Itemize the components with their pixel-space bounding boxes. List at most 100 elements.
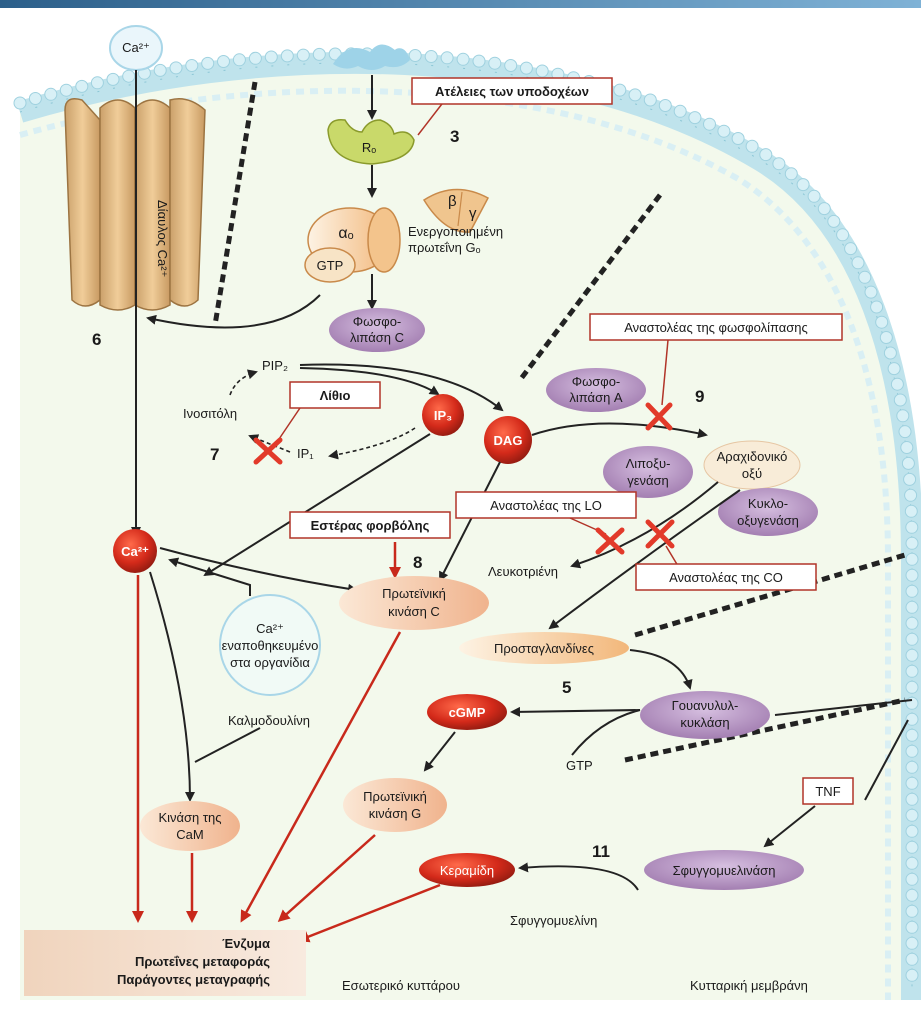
membrane-bead [906, 537, 918, 549]
membrane-bead [865, 286, 877, 298]
stored-line2: εναποθηκευμένο [222, 638, 319, 653]
membrane-bead [852, 257, 864, 269]
membrane-bead [906, 809, 918, 821]
output-line1: Ένζυμα [222, 936, 270, 951]
step-5: 5 [562, 678, 571, 697]
alpha-label: αₒ [338, 225, 353, 242]
step-3: 3 [450, 127, 459, 146]
membrane-bead [904, 473, 916, 485]
membrane-bead [409, 50, 421, 62]
membrane-bead [808, 190, 820, 202]
membrane-bead [906, 841, 918, 853]
membrane-bead [906, 777, 918, 789]
receptor-defect-label: Ατέλειες των υποδοχέων [435, 84, 589, 99]
ip1-label: IP₁ [297, 446, 314, 461]
membrane-bead [906, 825, 918, 837]
step-6: 6 [92, 330, 101, 349]
output-line2: Πρωτεΐνες μεταφοράς [135, 954, 270, 969]
lo-inhibitor-label: Αναστολέας της LO [490, 498, 602, 513]
membrane-bead [265, 51, 277, 63]
membrane-bead [906, 905, 918, 917]
membrane-bead [14, 97, 26, 109]
membrane-bead [674, 105, 686, 117]
membrane-bead [905, 489, 917, 501]
membrane-bead [441, 52, 453, 64]
pkg-line2: κινάση G [369, 806, 421, 821]
step-8: 8 [413, 553, 422, 572]
membrane-bead [906, 729, 918, 741]
pla-line1: Φωσφο- [572, 374, 621, 389]
membrane-bead [905, 505, 917, 517]
g-active-line1: Ενεργοποιημένη [408, 224, 503, 239]
membrane-bead [297, 49, 309, 61]
membrane-bead [489, 57, 501, 69]
membrane-bead [828, 215, 840, 227]
cam-kinase-node [140, 801, 240, 851]
membrane-bead [154, 64, 166, 76]
membrane-bead [871, 301, 883, 313]
receptor-label: Rₒ [362, 140, 376, 155]
membrane-bead [313, 48, 325, 60]
plc-line1: Φωσφο- [353, 314, 402, 329]
membrane-bead [906, 601, 918, 613]
membrane-bead [60, 84, 72, 96]
membrane-bead [233, 54, 245, 66]
membrane-bead [837, 229, 849, 241]
membrane-bead [760, 149, 772, 161]
co-inhibitor-label: Αναστολέας της CO [669, 570, 783, 585]
membrane-bead [91, 77, 103, 89]
ip3-label: IP₃ [434, 408, 452, 423]
pkg-line1: Πρωτεϊνική [363, 789, 427, 804]
phorbol-label: Εστέρας φορβόλης [311, 518, 430, 533]
sphingomyelin-label: Σφυγγομυελίνη [510, 913, 597, 928]
membrane-bead [249, 52, 261, 64]
stored-line1: Ca²⁺ [256, 621, 284, 636]
top-bar [0, 0, 921, 8]
membrane-bead [644, 94, 656, 106]
membrane-bead [906, 585, 918, 597]
membrane-bead [906, 553, 918, 565]
gtp2-label: GTP [566, 758, 593, 773]
gamma-label: γ [469, 205, 477, 222]
membrane-bead [186, 60, 198, 72]
pkg-node [343, 778, 447, 832]
membrane-bead [773, 158, 785, 170]
step-9: 9 [695, 387, 704, 406]
cyclo-line2: οξυγενάση [737, 513, 799, 528]
pl-inhibitor-label: Αναστολέας της φωσφολίπασης [624, 320, 808, 335]
membrane-bead [906, 649, 918, 661]
pkc-line2: κινάση C [388, 604, 440, 619]
membrane-bead [107, 73, 119, 85]
membrane-bead [906, 793, 918, 805]
membrane-bead [906, 697, 918, 709]
g-active-line2: πρωτεΐνη Gₒ [408, 240, 481, 255]
membrane-bead [884, 347, 896, 359]
membrane-bead [614, 84, 626, 96]
plc-line2: λιπάση C [350, 330, 404, 345]
step-11: 11 [592, 842, 610, 861]
membrane-bead [906, 569, 918, 581]
membrane-bead [897, 410, 909, 422]
membrane-bead [902, 457, 914, 469]
guanylyl-line1: Γουανυλυλ- [672, 698, 739, 713]
ceramide-label: Κεραμίδη [440, 863, 494, 878]
membrane-bead [906, 953, 918, 965]
membrane-bead [785, 168, 797, 180]
membrane-label: Κυτταρική μεμβράνη [690, 978, 808, 993]
membrane-bead [876, 316, 888, 328]
membrane-bead [76, 80, 88, 92]
gtp1-label: GTP [317, 258, 344, 273]
membrane-bead [659, 100, 671, 112]
membrane-bead [859, 271, 871, 283]
membrane-bead [906, 889, 918, 901]
membrane-bead [906, 521, 918, 533]
membrane-bead [520, 62, 532, 74]
channel-label: Δίαυλος Ca²⁺ [155, 200, 170, 277]
membrane-bead [818, 203, 830, 215]
membrane-bead [906, 873, 918, 885]
membrane-bead [123, 70, 135, 82]
membrane-bead [906, 761, 918, 773]
membrane-bead [629, 89, 641, 101]
membrane-bead [906, 633, 918, 645]
